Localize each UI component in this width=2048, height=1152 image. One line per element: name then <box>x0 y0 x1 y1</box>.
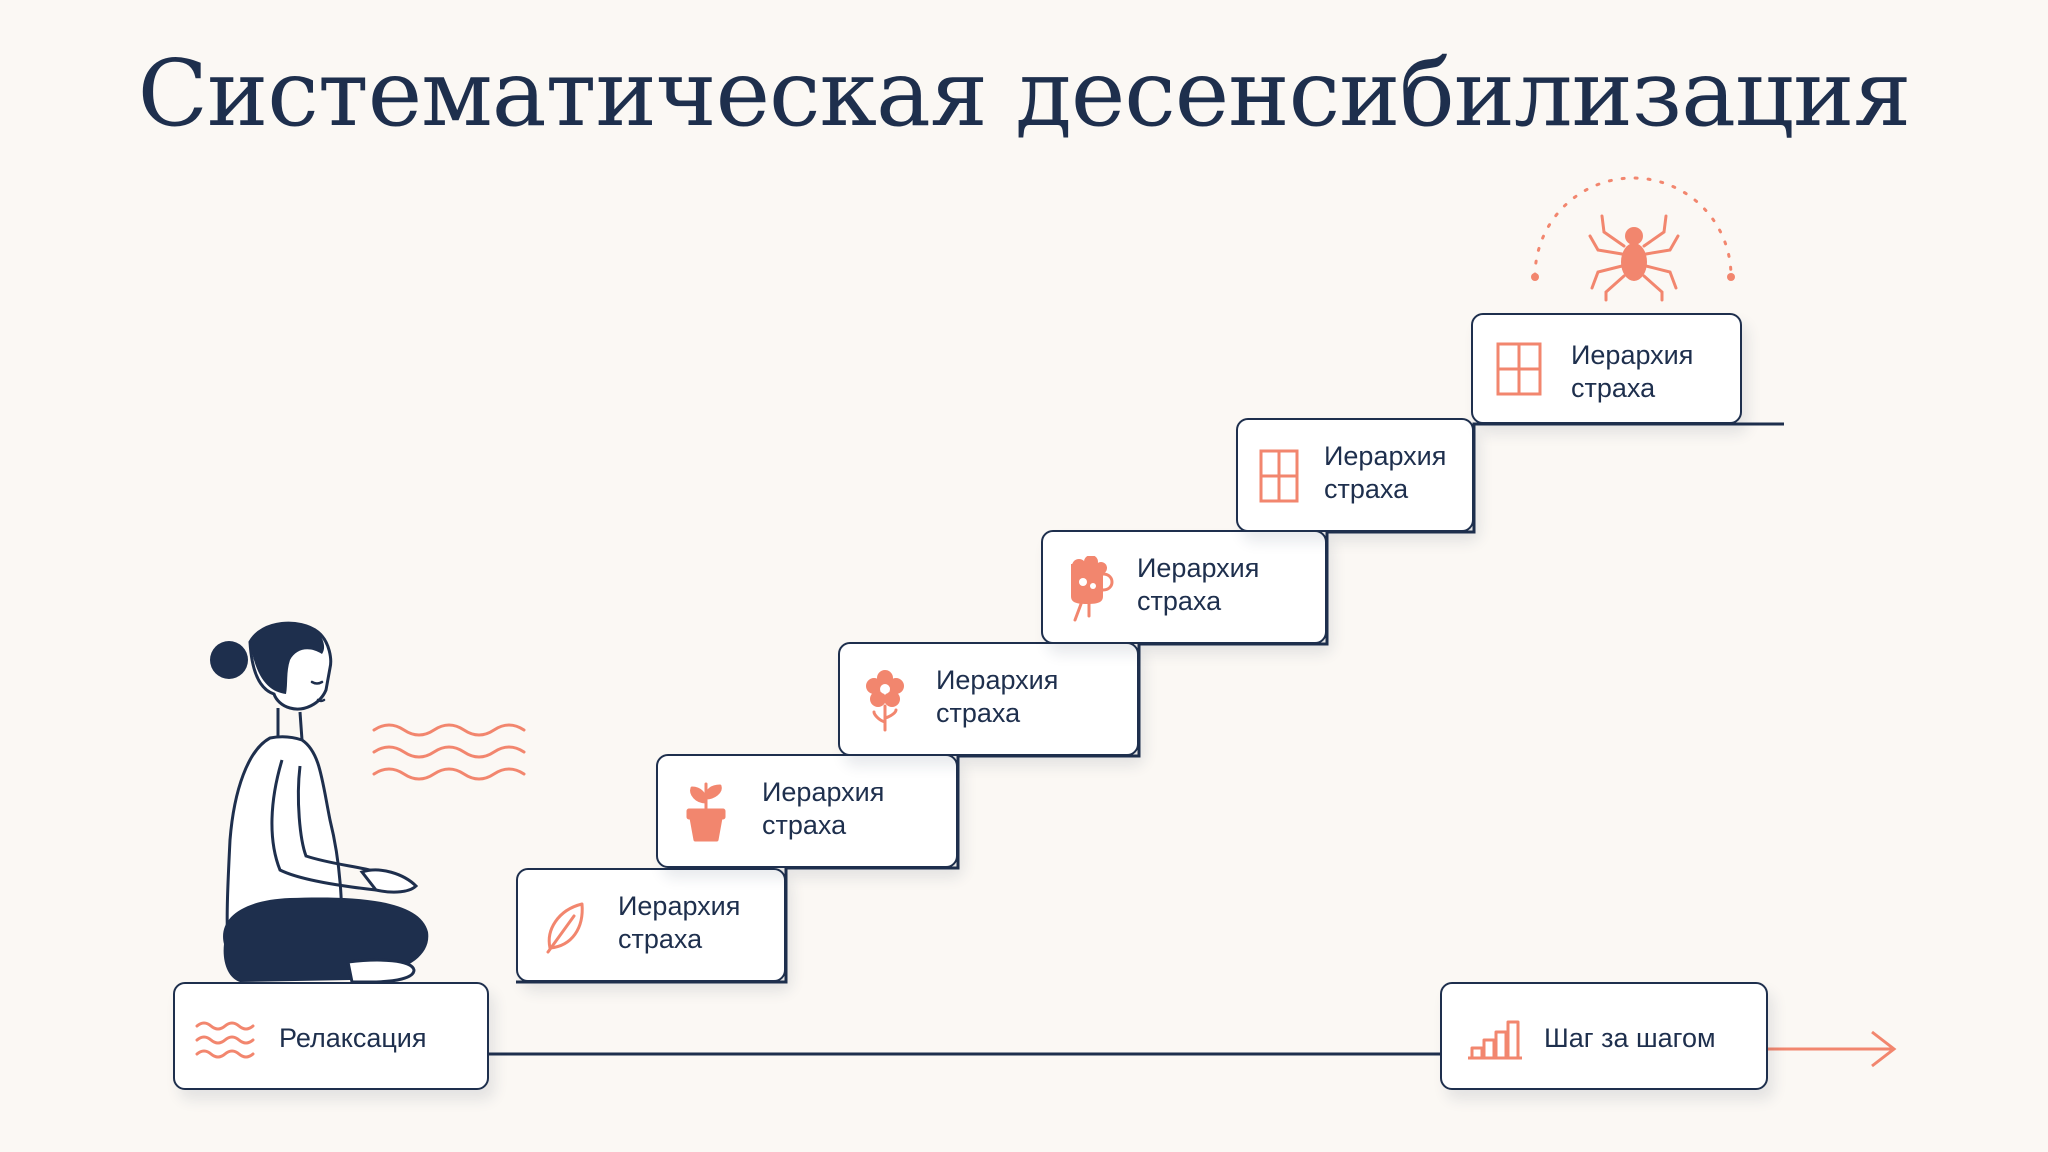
arc-end-dot <box>1727 273 1735 281</box>
fear-step-label: Иерархия страха <box>1137 553 1260 616</box>
fear-step-label: Иерархия страха <box>618 891 741 954</box>
arrow-right-icon <box>1768 1030 1897 1068</box>
fear-step-4[interactable]: Иерархия страха <box>1041 530 1327 644</box>
potted-plant-icon <box>686 782 726 842</box>
waves-icon <box>195 1021 255 1059</box>
fear-step-1[interactable]: Иерархия страха <box>516 868 786 982</box>
page-title: Систематическая десенсибилизация <box>137 40 1912 147</box>
step-by-step-card[interactable]: Шаг за шагом <box>1440 982 1768 1090</box>
step-by-step-label: Шаг за шагом <box>1544 1023 1716 1053</box>
fear-step-2[interactable]: Иерархия страха <box>656 754 958 868</box>
meditating-woman-icon <box>210 621 429 984</box>
window-icon <box>1496 342 1542 396</box>
window-icon <box>1259 449 1299 503</box>
spider-icon <box>1588 214 1680 302</box>
flower-icon <box>866 670 904 732</box>
fear-step-label: Иерархия страха <box>1324 441 1447 504</box>
leaf-icon <box>546 902 584 954</box>
relaxation-label: Релаксация <box>279 1023 427 1053</box>
dotted-arc <box>1533 176 1733 278</box>
fear-step-label: Иерархия страха <box>1571 340 1694 403</box>
fear-step-label: Иерархия страха <box>936 665 1059 728</box>
arc-end-dot <box>1531 273 1539 281</box>
relaxation-card[interactable]: Релаксация <box>173 982 489 1090</box>
fear-step-6[interactable]: Иерархия страха <box>1471 313 1742 424</box>
fear-step-3[interactable]: Иерархия страха <box>838 642 1139 756</box>
staircase-outline <box>516 422 1784 984</box>
fear-step-label: Иерархия страха <box>762 777 885 840</box>
bar-steps-icon <box>1468 1020 1522 1060</box>
fear-step-5[interactable]: Иерархия страха <box>1236 418 1474 532</box>
calm-waves-icon <box>372 723 526 781</box>
flower-mug-icon <box>1071 556 1114 622</box>
